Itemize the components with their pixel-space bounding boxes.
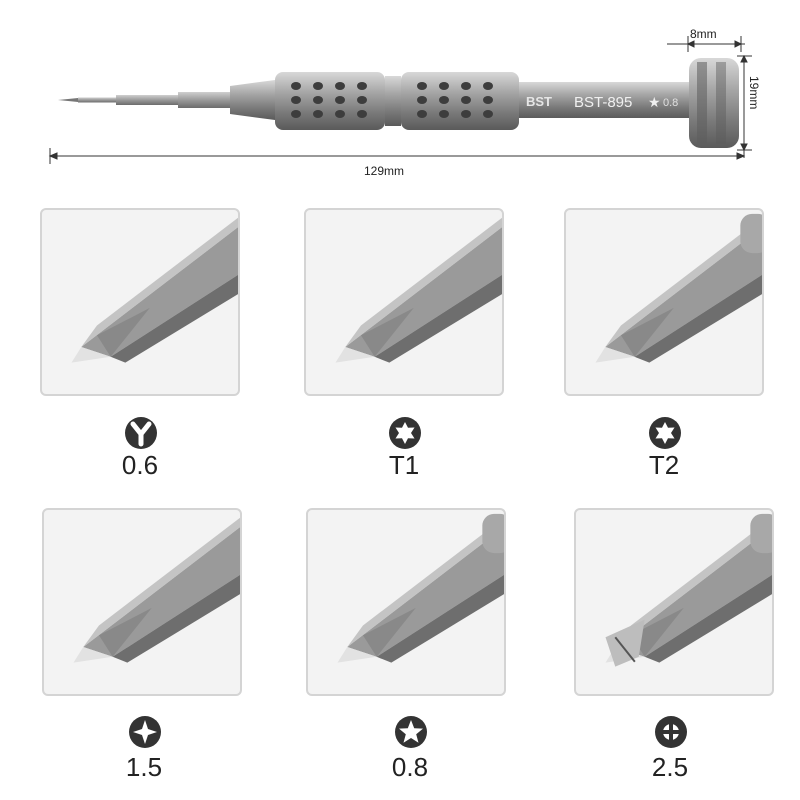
screwdriver-neck: BST BST-895 ★ 0.8 (519, 82, 689, 118)
tip-closeup-2 (304, 208, 504, 396)
dimension-head-height (737, 54, 752, 158)
tip-label-3: T2 (648, 450, 680, 480)
tip-closeup-1 (40, 208, 240, 396)
tip-closeup-4 (42, 508, 242, 696)
screwdriver-diagram: BST BST-895 ★ 0.8 8mm 19mm 129mm (48, 27, 761, 178)
phillips-icon (129, 716, 161, 748)
screwdriver-shaft (58, 80, 275, 120)
tri-wing-icon (655, 716, 687, 748)
size-marking: 0.8 (663, 97, 678, 109)
tip-label-1: 0.6 (121, 450, 159, 480)
tip-label-6: 2.5 (651, 752, 689, 782)
total-length-label: 129mm (364, 164, 404, 178)
star-icon (395, 716, 427, 748)
dimension-head-width (667, 36, 745, 52)
y-tip-icon (125, 417, 157, 449)
dimension-total-length (48, 148, 746, 164)
star-mark-icon: ★ (648, 94, 661, 110)
tip-label-5: 0.8 (391, 752, 429, 782)
head-height-label: 19mm (747, 76, 761, 109)
tip-label-4: 1.5 (125, 752, 163, 782)
head-width-label: 8mm (690, 27, 717, 41)
tip-closeup-5 (306, 508, 506, 696)
tip-closeup-3 (564, 208, 764, 396)
screwdriver-cap (689, 58, 739, 148)
brand-logo: BST (526, 94, 552, 109)
tip-label-2: T1 (388, 450, 420, 480)
torx-icon (649, 417, 681, 449)
torx-icon (389, 417, 421, 449)
screwdriver-grip (275, 72, 519, 130)
model-text: BST-895 (574, 94, 632, 111)
tip-closeup-6 (574, 508, 774, 696)
